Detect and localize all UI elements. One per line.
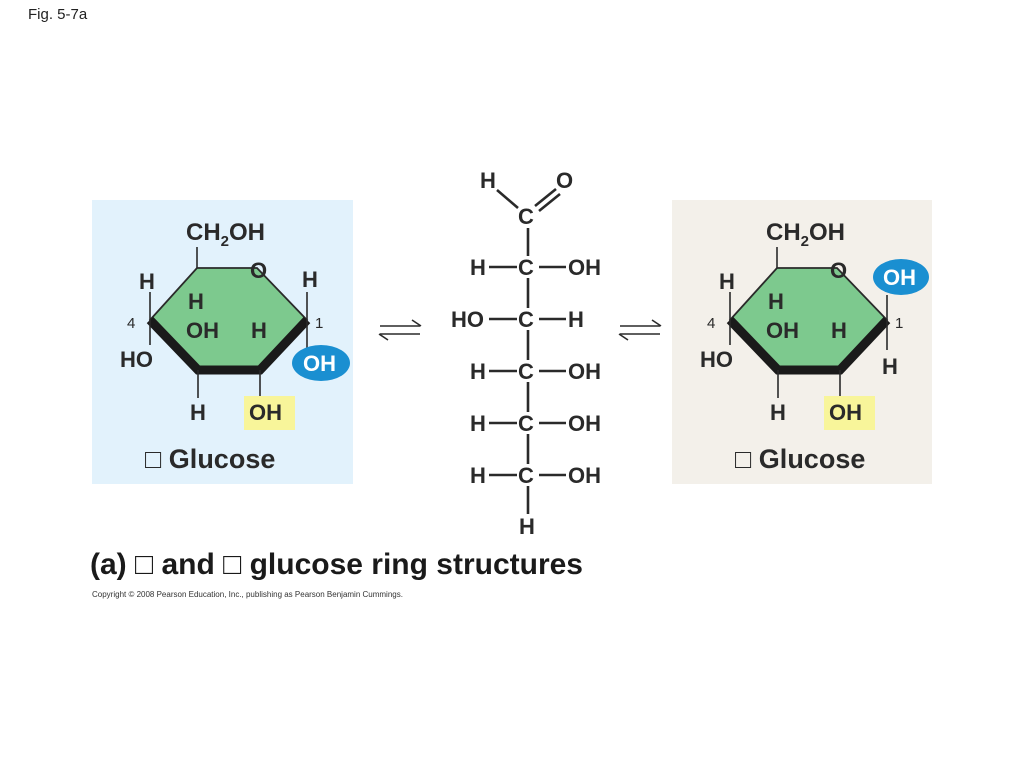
beta-oh-highlight [824,396,875,430]
alpha-carbon-1: 1 [315,315,323,332]
equilibrium-arrows-left [378,319,422,341]
beta-oh-c2: OH [829,400,862,425]
beta-ring-front-edge [726,316,891,375]
alpha-ho-c4: HO [120,347,153,372]
alpha-ch2oh: CH2OH [186,219,265,250]
linear-row5-right: OH [568,411,601,436]
linear-row6-right: OH [568,463,601,488]
alpha-oh-c3: OH [186,318,219,343]
beta-oh-badge [873,259,929,295]
alpha-h-c2: H [251,318,267,343]
alpha-ring-oxygen: O [250,258,267,283]
linear-row3-left: HO [451,307,484,332]
linear-row4-right: OH [568,359,601,384]
beta-h-c2: H [831,318,847,343]
figure-label: Fig. 5-7a [28,6,88,23]
beta-h-c3-down: H [770,400,786,425]
alpha-ring-front-edge [146,316,311,375]
beta-carbon-1: 1 [895,315,903,332]
figure-caption: (a) □ and □ glucose ring structures [90,548,583,581]
linear-row5-c: C [518,411,534,436]
alpha-oh-highlight [244,396,295,430]
alpha-carbon-4: 4 [127,315,135,332]
linear-top-o: O [556,168,573,193]
equilibrium-arrows-right [618,319,662,341]
linear-row6-c: C [518,463,534,488]
linear-row3-right: H [568,307,584,332]
linear-row5-left: H [470,411,486,436]
beta-oh-c3: OH [766,318,799,343]
alpha-oh-c1: OH [303,351,336,376]
beta-ho-c4: HO [700,347,733,372]
linear-row2-c: C [518,255,534,280]
linear-bottom-h: H [519,514,535,539]
linear-top-h: H [480,168,496,193]
linear-bond-c1-o-b [538,192,561,213]
alpha-h-c4: H [139,269,155,294]
linear-row2-left: H [470,255,486,280]
alpha-h-c3-down: H [190,400,206,425]
alpha-h-c3-up: H [188,289,204,314]
beta-glucose-name: □ Glucose [735,444,865,474]
alpha-glucose: CH2OH O H H H OH H 4 1 HO OH H OH □ Gluc… [92,200,353,484]
beta-carbon-4: 4 [707,315,715,332]
copyright-notice: Copyright © 2008 Pearson Education, Inc.… [92,590,403,599]
linear-row4-c: C [518,359,534,384]
beta-h-c3-up: H [768,289,784,314]
beta-glucose: CH2OH O H OH H OH H 4 1 HO H H OH □ Gluc… [672,200,932,484]
beta-oh-c1: OH [883,265,916,290]
linear-row3-c: C [518,307,534,332]
beta-h-c1: H [882,354,898,379]
beta-ring-oxygen: O [830,258,847,283]
linear-bond-h-c1 [496,189,519,209]
alpha-oh-badge [292,345,350,381]
beta-ch2oh: CH2OH [766,219,845,250]
alpha-h-c1: H [302,267,318,292]
linear-row6-left: H [470,463,486,488]
linear-c1: C [518,204,534,229]
linear-bond-c1-o-a [534,187,557,208]
linear-glucose: H O C H C OH HO C H H C OH H C OH [451,168,601,539]
beta-h-c4: H [719,269,735,294]
linear-row4-left: H [470,359,486,384]
linear-row2-right: OH [568,255,601,280]
alpha-oh-c2: OH [249,400,282,425]
alpha-glucose-name: □ Glucose [145,444,275,474]
